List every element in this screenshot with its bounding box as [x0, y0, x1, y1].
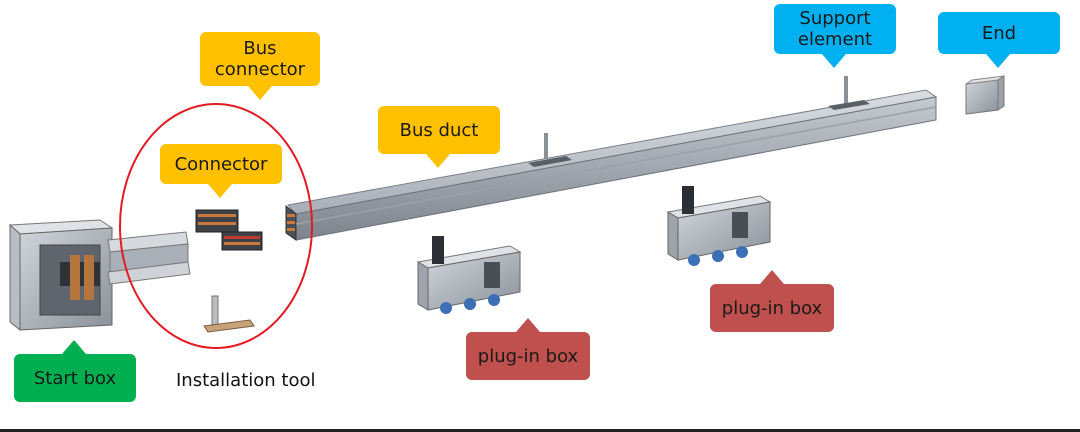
- connector-callout: Connector: [160, 144, 282, 198]
- support-element-2: [828, 76, 870, 110]
- callout-tail: [986, 54, 1010, 68]
- bus-duct-callout: Bus duct: [378, 106, 500, 168]
- plug-in-box-2-callout: plug-in box: [710, 270, 834, 332]
- plug-in-box-2-label: plug-in box: [721, 297, 823, 319]
- callout-tail: [516, 318, 540, 332]
- bus-connector-label: Bus connector: [214, 38, 306, 80]
- bus-connector-callout: Bus connector: [200, 32, 320, 100]
- installation-tool-part: [203, 295, 255, 333]
- start-box-label: Start box: [33, 367, 117, 389]
- end-callout: End: [938, 12, 1060, 68]
- bus-duct: [285, 89, 938, 241]
- connector-parts: [195, 209, 263, 251]
- support-element-1: [528, 133, 572, 167]
- plug-in-box-1-callout: plug-in box: [466, 318, 590, 380]
- connector-label: Connector: [174, 153, 268, 175]
- callout-tail: [208, 184, 232, 198]
- callout-tail: [426, 154, 450, 168]
- installation-tool-label: Installation tool: [176, 370, 316, 391]
- callout-tail: [248, 86, 272, 100]
- start-box-callout: Start box: [14, 340, 136, 402]
- end-cap: [965, 75, 1005, 115]
- connector-group-ellipse: [119, 103, 313, 349]
- end-label: End: [981, 22, 1017, 44]
- support-element-callout: Support element: [774, 4, 896, 68]
- bus-duct-label: Bus duct: [399, 119, 479, 141]
- bottom-rule: [0, 429, 1080, 432]
- plug-in-box-1: [416, 236, 522, 314]
- support-element-label: Support element: [797, 8, 873, 50]
- callout-tail: [822, 54, 846, 68]
- plug-in-box-1-label: plug-in box: [477, 345, 579, 367]
- start-box: [8, 219, 114, 332]
- callout-tail: [62, 340, 86, 354]
- callout-tail: [760, 270, 784, 284]
- plug-in-box-2: [666, 186, 772, 266]
